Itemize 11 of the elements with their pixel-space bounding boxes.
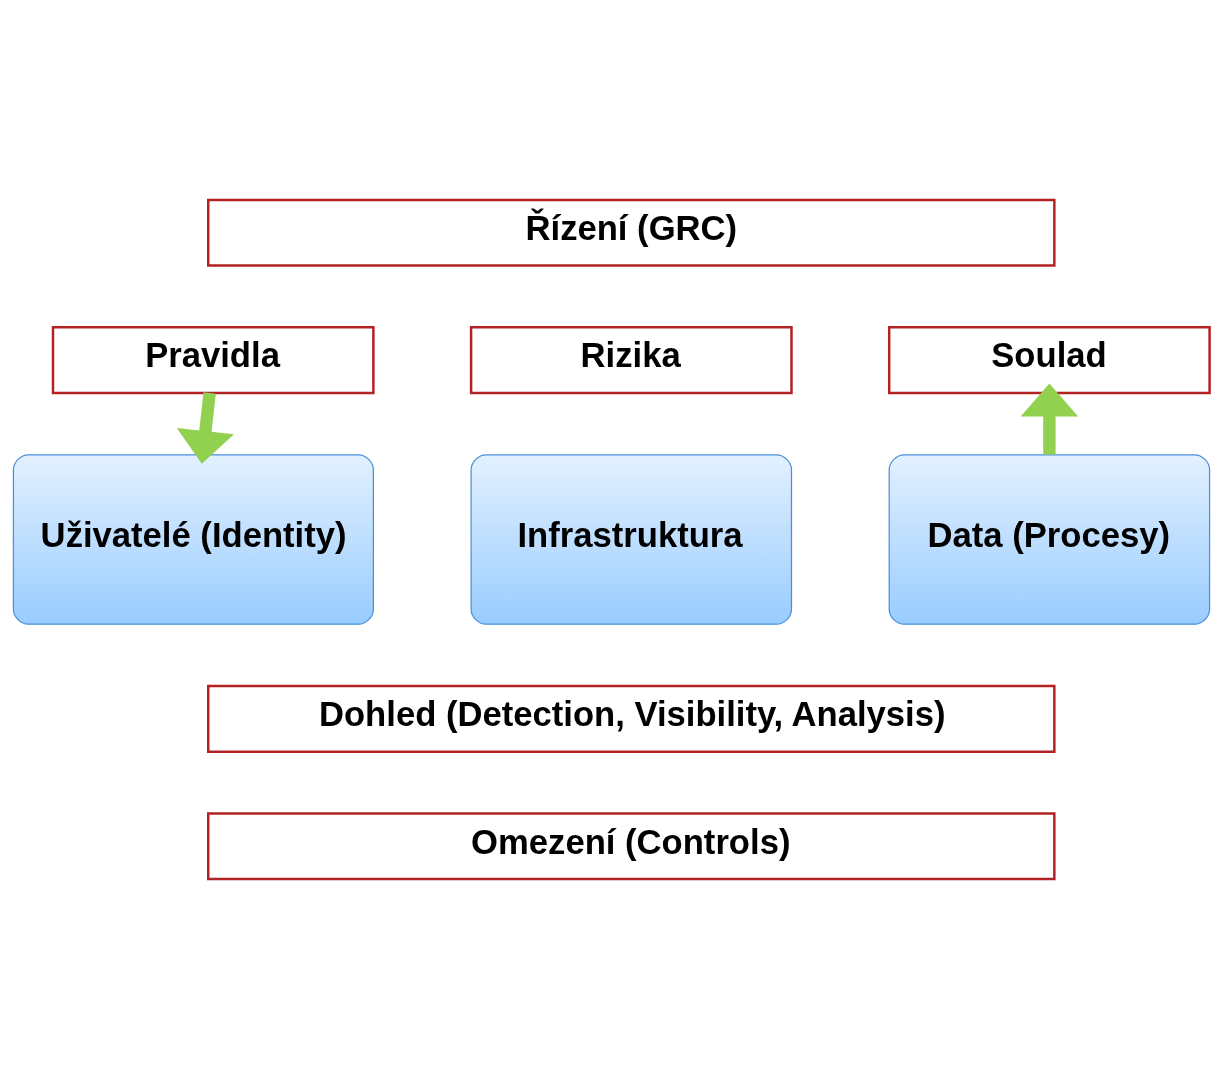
node-box: Řízení (GRC) [207, 198, 1056, 267]
node-box: Data (Procesy) [888, 453, 1211, 625]
node-box: Rizika [469, 325, 793, 394]
arrow [176, 391, 234, 464]
node-box: Pravidla [51, 325, 375, 394]
node-box: Omezení (Controls) [207, 811, 1056, 880]
node-box: Dohled (Detection, Visibility, Analysis) [207, 684, 1056, 753]
node-box: Soulad [887, 325, 1211, 394]
node-box: Uživatelé (Identity) [12, 453, 374, 625]
arrow [1020, 383, 1079, 455]
node-box: Infrastruktura [470, 453, 793, 625]
